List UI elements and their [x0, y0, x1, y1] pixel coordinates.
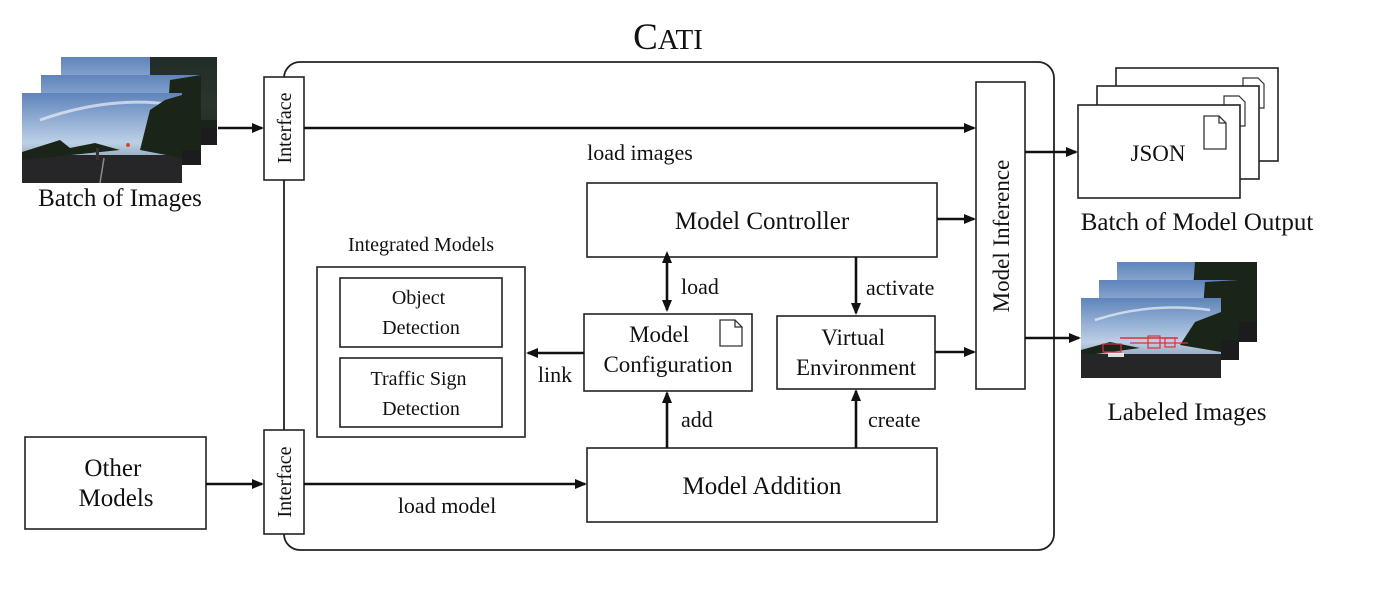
virtual-environment-label: Virtual Environment	[796, 325, 917, 380]
json-output-stack	[1077, 67, 1279, 199]
create-label: create	[868, 407, 921, 432]
load-images-label: load images	[587, 140, 693, 165]
virtual-environment-line-1: Virtual	[821, 325, 885, 350]
other-models-line-1: Other	[84, 455, 142, 482]
model-configuration-line-2: Configuration	[603, 352, 733, 377]
title-smallcaps: ATI	[658, 24, 703, 56]
labeled-images-stack	[1081, 262, 1257, 378]
model-inference-box	[975, 81, 1026, 390]
interface-top-label: Interface	[274, 92, 296, 163]
model-controller-box	[586, 182, 938, 258]
interface-bottom-box	[263, 429, 305, 535]
interface-bottom-label: Interface	[274, 446, 296, 517]
other-models-box	[24, 436, 207, 530]
other-models-line-2: Models	[79, 485, 154, 512]
load-model-label: load model	[398, 493, 496, 518]
json-label: JSON	[1131, 141, 1186, 166]
model-configuration-label: Model Configuration	[603, 322, 733, 377]
config-file-icon	[719, 319, 743, 347]
cati-system-frame	[283, 61, 1055, 551]
load-label: load	[681, 274, 719, 299]
interface-top-box	[263, 76, 305, 181]
diagram-title: CATI	[633, 17, 703, 58]
add-label: add	[681, 407, 713, 432]
other-models-label: Other Models	[79, 455, 154, 512]
detection-box-2	[1147, 335, 1161, 349]
batch-of-model-output-label: Batch of Model Output	[1081, 209, 1314, 236]
detection-box-1	[1102, 343, 1122, 353]
traffic-sign-detection-line-1: Traffic Sign	[370, 368, 466, 390]
object-detection-label: Object Detection	[382, 287, 460, 339]
integrated-models-heading: Integrated Models	[348, 234, 494, 256]
link-label: link	[538, 362, 572, 387]
object-detection-line-1: Object	[392, 287, 446, 309]
model-addition-label: Model Addition	[682, 473, 842, 500]
batch-of-images-label: Batch of Images	[38, 185, 202, 212]
traffic-sign-detection-line-2: Detection	[382, 398, 460, 420]
batch-of-images-stack	[22, 57, 217, 184]
object-detection-box	[339, 277, 503, 348]
traffic-sign-detection-label: Traffic Sign Detection	[370, 368, 471, 420]
object-detection-line-2: Detection	[382, 317, 460, 339]
model-controller-label: Model Controller	[675, 208, 850, 235]
model-configuration-line-1: Model	[629, 322, 689, 347]
labeled-photo-front	[1081, 298, 1221, 378]
input-photo-front	[22, 93, 182, 184]
json-file-icon	[1203, 115, 1227, 150]
virtual-environment-line-2: Environment	[796, 355, 917, 380]
model-addition-box	[586, 447, 938, 523]
model-inference-label: Model Inference	[989, 160, 1014, 313]
activate-label: activate	[866, 275, 934, 300]
traffic-sign-detection-box	[339, 357, 503, 428]
labeled-images-label: Labeled Images	[1108, 399, 1267, 426]
